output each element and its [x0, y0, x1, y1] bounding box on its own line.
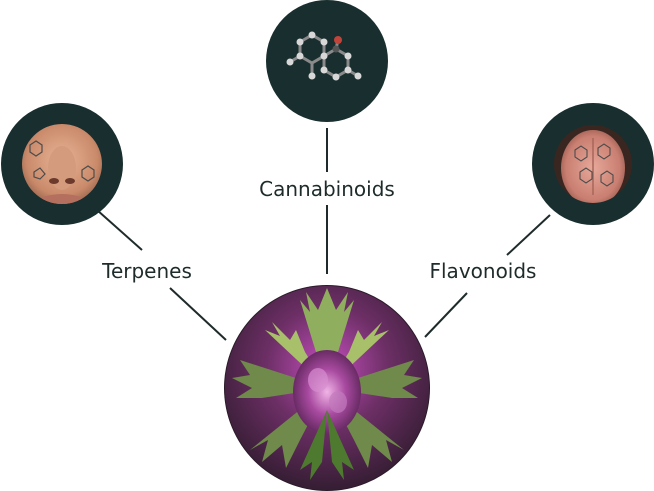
label-cannabinoids: Cannabinoids: [259, 177, 395, 201]
label-terpenes: Terpenes: [101, 259, 192, 283]
connector-left-upper: [96, 209, 143, 251]
connector-right-upper: [506, 214, 551, 256]
terpenes-node: [1, 103, 123, 225]
label-flavonoids: Flavonoids: [430, 259, 537, 283]
cannabinoids-node: [266, 0, 388, 122]
cannabis-plant-photo: [224, 285, 430, 491]
connector-right-lower: [424, 292, 468, 338]
flavonoids-node: [532, 103, 654, 225]
connector-left-lower: [169, 287, 227, 341]
